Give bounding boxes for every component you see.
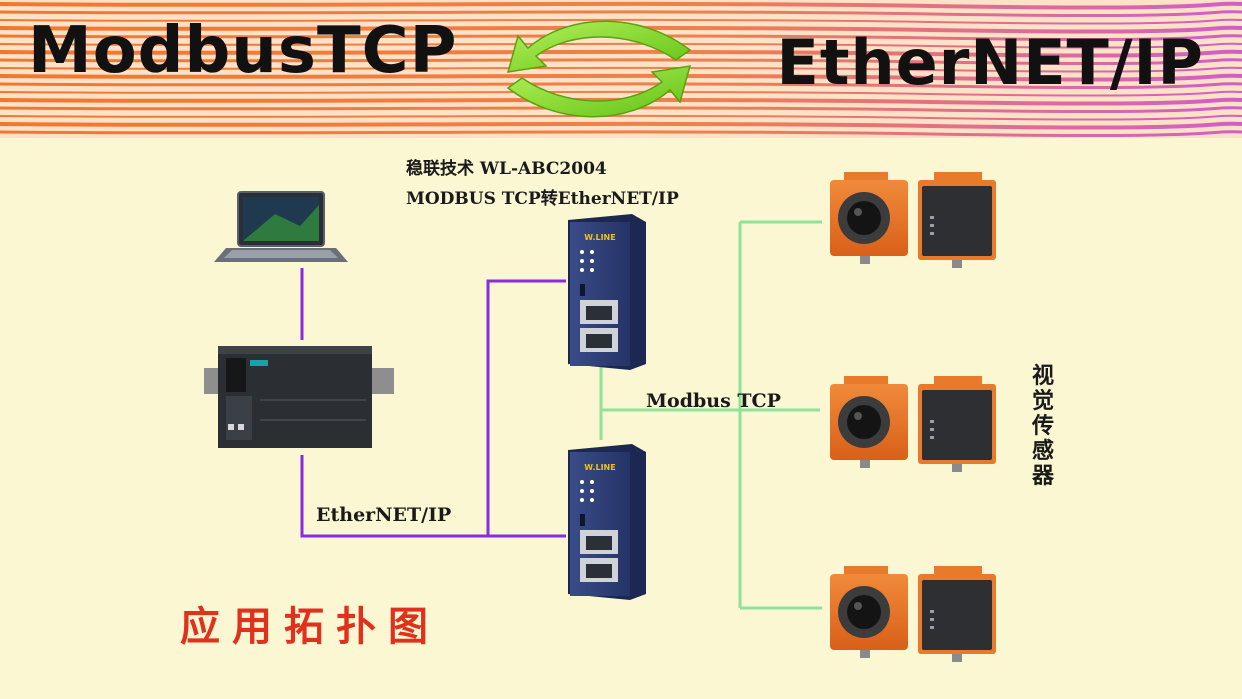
banner-stripe [0, 1, 1242, 10]
banner-stripe [0, 73, 1242, 82]
gateway-brand-label: W.LINE [584, 233, 615, 242]
banner-stripe [0, 90, 1242, 97]
banner-stripe [0, 10, 1242, 18]
banner-stripe [0, 49, 1242, 58]
left-protocol-title: ModbusTCP [28, 14, 458, 88]
gateway-device-icon: W.LINE [568, 444, 646, 600]
gateway-name: 稳联技术 WL-ABC2004 [406, 159, 607, 179]
vision-sensor-icon [830, 566, 996, 662]
gateway-brand-label: W.LINE [584, 463, 615, 472]
vision-sensor-icon [830, 172, 996, 268]
banner-stripe [0, 18, 1242, 25]
modbus-tcp-link-label: Modbus TCP [646, 390, 781, 412]
banner-stripe [0, 130, 1242, 138]
banner-stripe [0, 25, 1242, 34]
two-way-arrows-icon [506, 20, 692, 118]
right-protocol-title: EtherNET/IP [776, 26, 1204, 99]
vision-sensor-icon [830, 376, 996, 472]
plc-controller-icon [204, 346, 394, 448]
banner-stripe [0, 97, 1242, 106]
banner-stripe [0, 114, 1242, 121]
banner-stripe [0, 106, 1242, 114]
vision-sensors-label: 视觉传感器 [1032, 363, 1055, 489]
laptop-icon [214, 191, 348, 262]
banner-stripe [0, 42, 1242, 49]
topology-title: 应用拓扑图 [180, 604, 440, 650]
ethernet-ip-link-label: EtherNET/IP [316, 504, 452, 526]
gateway-description: MODBUS TCP转EtherNET/IP [406, 189, 679, 209]
banner-stripe [0, 34, 1242, 42]
banner-stripe [0, 58, 1242, 66]
banner-stripe [0, 66, 1242, 73]
banner-stripe [0, 82, 1242, 90]
ethernet-links [300, 268, 566, 538]
modbus-links [599, 220, 822, 610]
gateway-device-icon: W.LINE [568, 214, 646, 370]
banner-stripe [0, 121, 1242, 130]
